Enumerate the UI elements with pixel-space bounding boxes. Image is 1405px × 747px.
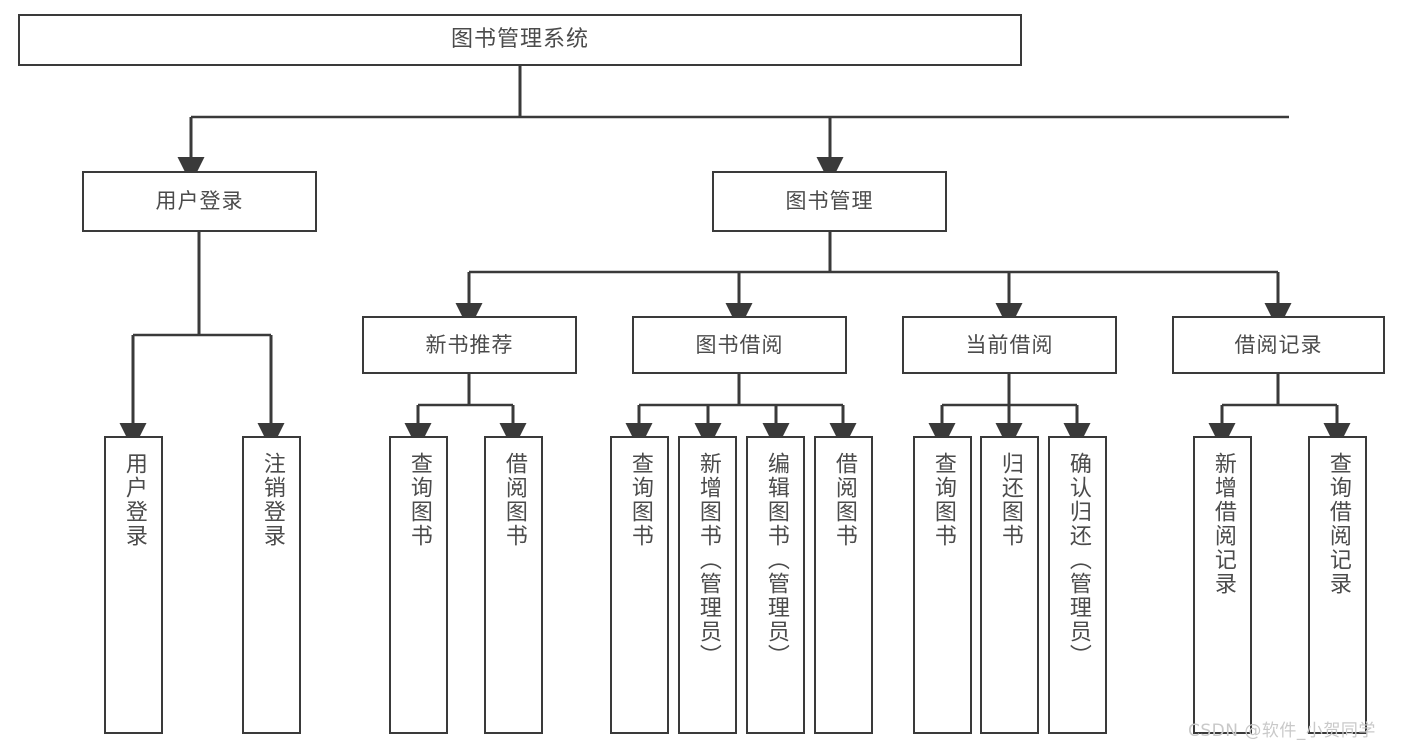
node-leaf-add-borrow-record[interactable]: 新增借阅记录 bbox=[1193, 436, 1252, 734]
node-label: 新增图书（管理员） bbox=[695, 452, 721, 668]
node-label: 图书管理 bbox=[785, 189, 874, 214]
node-label: 图书借阅 bbox=[695, 332, 784, 357]
node-leaf-query-borrow-record[interactable]: 查询借阅记录 bbox=[1308, 436, 1367, 734]
node-label: 新书推荐 bbox=[425, 332, 514, 357]
node-label: 当前借阅 bbox=[965, 332, 1054, 357]
node-label: 查询图书 bbox=[930, 452, 956, 548]
node-leaf-query-book-current[interactable]: 查询图书 bbox=[913, 436, 972, 734]
node-leaf-add-book-admin[interactable]: 新增图书（管理员） bbox=[678, 436, 737, 734]
node-label: 借阅记录 bbox=[1234, 332, 1323, 357]
node-leaf-borrow-book[interactable]: 借阅图书 bbox=[814, 436, 873, 734]
node-leaf-return-book[interactable]: 归还图书 bbox=[980, 436, 1039, 734]
node-leaf-confirm-return-admin[interactable]: 确认归还（管理员） bbox=[1048, 436, 1107, 734]
node-label: 用户登录 bbox=[155, 189, 244, 214]
node-label: 归还图书 bbox=[997, 452, 1023, 548]
node-leaf-borrow-book-recommend[interactable]: 借阅图书 bbox=[484, 436, 543, 734]
node-label: 编辑图书（管理员） bbox=[763, 452, 789, 668]
node-label: 图书管理系统 bbox=[450, 27, 589, 53]
node-label: 借阅图书 bbox=[501, 452, 527, 548]
node-leaf-query-book-borrow[interactable]: 查询图书 bbox=[610, 436, 669, 734]
node-leaf-user-login[interactable]: 用户登录 bbox=[104, 436, 163, 734]
node-leaf-edit-book-admin[interactable]: 编辑图书（管理员） bbox=[746, 436, 805, 734]
node-label: 用户登录 bbox=[121, 452, 147, 548]
node-user-login[interactable]: 用户登录 bbox=[82, 171, 317, 232]
node-leaf-query-book-recommend[interactable]: 查询图书 bbox=[389, 436, 448, 734]
node-label: 查询借阅记录 bbox=[1325, 452, 1351, 596]
node-label: 新增借阅记录 bbox=[1210, 452, 1236, 596]
node-book-manage[interactable]: 图书管理 bbox=[712, 171, 947, 232]
node-label: 确认归还（管理员） bbox=[1065, 452, 1091, 668]
node-label: 注销登录 bbox=[259, 452, 285, 548]
node-root-system[interactable]: 图书管理系统 bbox=[18, 14, 1022, 66]
node-new-book-recommend[interactable]: 新书推荐 bbox=[362, 316, 577, 374]
node-label: 查询图书 bbox=[627, 452, 653, 548]
node-borrow-record[interactable]: 借阅记录 bbox=[1172, 316, 1385, 374]
node-label: 借阅图书 bbox=[831, 452, 857, 548]
node-current-borrow[interactable]: 当前借阅 bbox=[902, 316, 1117, 374]
node-label: 查询图书 bbox=[406, 452, 432, 548]
node-book-borrow[interactable]: 图书借阅 bbox=[632, 316, 847, 374]
node-leaf-logout[interactable]: 注销登录 bbox=[242, 436, 301, 734]
